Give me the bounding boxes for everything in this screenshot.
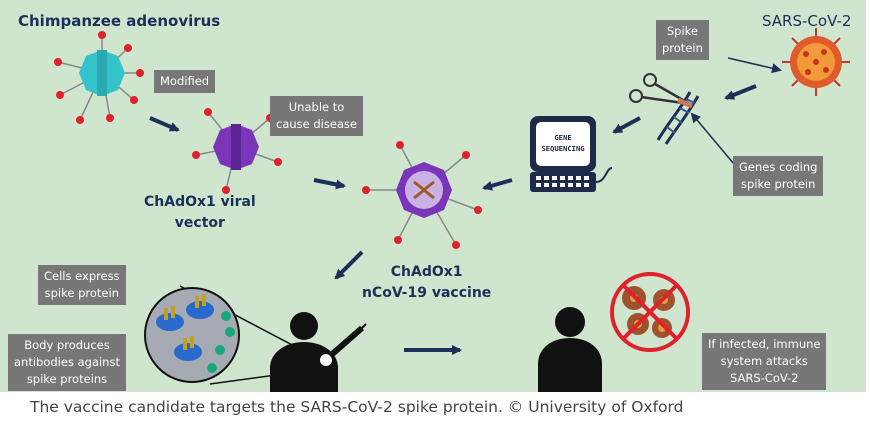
chimpanzee-adenovirus-title: Chimpanzee adenovirus <box>18 12 221 30</box>
magnified-cells-icon <box>144 285 299 385</box>
callout-cells-line-1: Cells express <box>44 269 120 283</box>
vaccine-label-line-2: nCoV-19 vaccine <box>362 285 492 301</box>
sequencing-label: SEQUENCING <box>541 144 584 153</box>
dna-icon <box>656 91 700 145</box>
callout-body-produces: Body produces antibodies against spike p… <box>8 334 126 391</box>
callout-genes-coding: Genes coding spike protein <box>733 156 824 196</box>
callout-modified-line-1: Modified <box>160 74 210 88</box>
viral-vector-label-line-1: ChAdOx1 viral <box>144 194 256 210</box>
chimpanzee-adenovirus-icon <box>54 31 144 124</box>
callout-body-line-2: antibodies against <box>14 355 120 369</box>
viral-vector-label: ChAdOx1 viral vector <box>144 192 256 234</box>
vaccine-label: ChAdOx1 nCoV-19 vaccine <box>362 262 491 304</box>
callout-spike-protein: Spike protein <box>656 20 709 60</box>
vaccine-label-line-1: ChAdOx1 <box>390 264 463 280</box>
diagram-panel: GENE SEQUENCING <box>0 0 866 392</box>
viral-vector-icon <box>192 108 282 194</box>
sars-cov-2-title: SARS-CoV-2 <box>762 12 852 30</box>
callout-cells-line-2: spike protein <box>44 286 119 300</box>
viral-vector-label-line-2: vector <box>174 215 225 231</box>
person-immune-icon <box>538 307 602 392</box>
callout-cells-express: Cells express spike protein <box>38 265 126 305</box>
callout-if-infected: If infected, immune system attacks SARS-… <box>702 333 827 390</box>
callout-infected-line-2: system attacks <box>720 354 808 368</box>
no-virus-icon <box>610 272 690 352</box>
diagram-graphics: GENE SEQUENCING <box>54 28 850 392</box>
sars-cov-2-virus-icon <box>782 28 850 96</box>
callout-body-line-3: spike proteins <box>26 372 108 386</box>
gene-sequencing-machine-icon: GENE SEQUENCING <box>530 116 613 192</box>
person-vaccinated-icon <box>270 312 338 392</box>
callout-unable-line-2: cause disease <box>276 117 358 131</box>
callout-unable-line-1: Unable to <box>288 100 345 114</box>
callout-genes-line-1: Genes coding <box>739 160 818 174</box>
gene-label: GENE <box>554 133 571 142</box>
callout-infected-line-1: If infected, immune <box>708 337 821 351</box>
callout-modified: Modified <box>154 70 216 93</box>
vaccine-particle-icon <box>362 141 482 249</box>
callout-spike-line-2: protein <box>662 41 703 55</box>
callout-infected-line-3: SARS-CoV-2 <box>729 371 799 385</box>
callout-unable-to-cause-disease: Unable to cause disease <box>270 96 364 136</box>
callout-body-line-1: Body produces <box>24 338 110 352</box>
callout-genes-line-2: spike protein <box>741 177 816 191</box>
figure-caption: The vaccine candidate targets the SARS-C… <box>30 398 684 416</box>
callout-spike-line-1: Spike <box>666 24 698 38</box>
syringe-icon <box>328 323 367 359</box>
